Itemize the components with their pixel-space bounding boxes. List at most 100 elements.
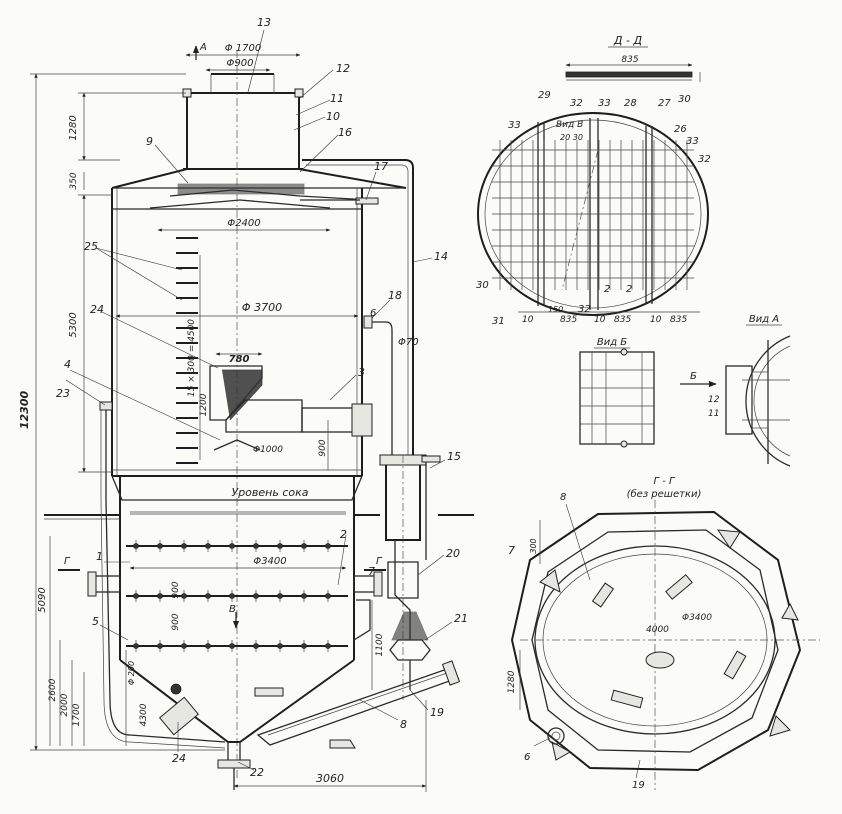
dim-12300: 12300 [18, 391, 31, 430]
left-drain-pipe [99, 401, 226, 749]
dim-900-b: 900 [171, 613, 181, 630]
dim-phi-900: Φ900 [227, 58, 254, 69]
section-gg: Г - Г (без решетки) 300 4000 Φ3400 1280 … [507, 476, 820, 791]
gg-dim-4000: 4000 [646, 625, 669, 635]
gg-dim-300: 300 [529, 538, 538, 553]
right-column [379, 454, 441, 700]
dd-callout-30a: 30 [678, 94, 691, 105]
tray-stack [176, 237, 198, 464]
callout-19: 19 [430, 706, 444, 719]
callout-4: 4 [64, 358, 71, 371]
dd-callout-31: 31 [492, 316, 505, 327]
side-pipe [300, 159, 414, 455]
dim-1280: 1280 [68, 115, 79, 140]
gg-dim-phi-3400: Φ3400 [682, 613, 712, 623]
discharge-pipe [256, 660, 461, 749]
view-a-title: Вид А [749, 314, 779, 325]
dim-1100: 1100 [375, 633, 385, 656]
callout-6: 6 [370, 308, 376, 319]
dd-callout-30b: 30 [476, 280, 489, 291]
callout-9: 9 [146, 135, 153, 148]
dimension-lines [30, 53, 427, 792]
dd-callout-2a: 2 [604, 284, 610, 295]
dd-callout-32a: 32 [570, 98, 583, 109]
arrow-v-label: В [229, 604, 236, 615]
callout-1: 1 [96, 550, 103, 563]
callout-23: 23 [56, 387, 70, 400]
dd-callout-27: 27 [658, 98, 671, 109]
dim-350: 350 [69, 172, 79, 189]
lower-shell [44, 475, 474, 790]
callout-18: 18 [388, 289, 402, 302]
callout-7: 7 [368, 565, 375, 578]
callout-17: 17 [374, 160, 388, 173]
dim-phi-3700: Φ 3700 [242, 301, 282, 314]
callout-10: 10 [326, 110, 340, 123]
cut-g-left: Г [64, 556, 71, 567]
dd-bottom-0: 10 [522, 315, 534, 325]
dim-phi-1700: Φ 1700 [225, 43, 262, 54]
dd-callout-33c: 33 [686, 136, 699, 147]
gg-callout-6: 6 [524, 752, 530, 763]
view-a-arrow-b: Б [690, 371, 697, 382]
dim-pitch: 15 × 300 = 4500 [187, 319, 197, 397]
dd-dim-150: 150 [548, 305, 563, 314]
view-a-callout-11: 11 [708, 409, 719, 419]
main-elevation-view: Φ 1700 Φ900 1280 350 Φ2400 5300 Φ 3700 1… [18, 16, 474, 792]
section-dd: Д - Д 835 Вид В 20 30 150 10 835 10 835 … [476, 34, 711, 327]
callout-8: 8 [400, 718, 407, 731]
gg-callout-7: 7 [508, 544, 515, 557]
dd-view-v: Вид В [556, 120, 583, 130]
callout-13: 13 [257, 16, 271, 29]
dd-callout-26: 26 [674, 124, 687, 135]
dd-dim-835: 835 [621, 55, 638, 65]
view-b: Вид Б [579, 337, 655, 448]
cut-markers [58, 45, 386, 629]
dim-3060: 3060 [316, 772, 344, 785]
dim-5300: 5300 [68, 312, 79, 337]
dim-2000: 2000 [60, 693, 70, 716]
callout-12: 12 [336, 62, 350, 75]
dd-bottom-3: 835 [614, 315, 631, 325]
dim-phi-3400: Φ3400 [253, 556, 286, 567]
cut-g-right: Г [376, 556, 383, 567]
dim-5090: 5090 [37, 587, 48, 612]
section-gg-title: Г - Г [653, 476, 676, 487]
dd-grid-note: 20 30 [560, 133, 583, 142]
top-separator [182, 73, 304, 170]
dd-callout-28: 28 [624, 98, 637, 109]
dd-callout-33a: 33 [598, 98, 611, 109]
dim-1700: 1700 [72, 703, 82, 726]
callout-20: 20 [446, 547, 460, 560]
dim-phi-1000: Φ1000 [253, 445, 283, 455]
dd-callout-33b: 33 [508, 120, 521, 131]
manholes [158, 683, 284, 736]
callout-14: 14 [434, 250, 448, 263]
callout-22: 22 [250, 766, 264, 779]
callout-3: 3 [358, 366, 365, 379]
dd-bottom-4: 10 [650, 315, 662, 325]
callout-5: 5 [92, 615, 99, 628]
callout-24-lower: 24 [172, 752, 186, 765]
dim-2600: 2600 [48, 678, 58, 701]
arrow-a-label: А [199, 42, 207, 53]
gg-dim-1280: 1280 [507, 670, 517, 693]
dd-bottom-5: 835 [670, 315, 687, 325]
dim-780: 780 [229, 354, 250, 365]
dd-bottom-1: 835 [560, 315, 577, 325]
heating-tiers [126, 540, 348, 652]
juice-level-label: Уровень сока [232, 486, 309, 499]
callout-15: 15 [447, 450, 461, 463]
dd-callout-32b: 32 [698, 154, 711, 165]
callout-11: 11 [330, 92, 344, 105]
dim-1200: 1200 [199, 393, 209, 416]
callout-25: 25 [84, 240, 98, 253]
callout-2: 2 [340, 528, 347, 541]
dd-callout-32c: 32 [578, 304, 591, 315]
dd-bottom-2: 10 [594, 315, 606, 325]
section-gg-subtitle: (без решетки) [627, 488, 702, 500]
view-b-title: Вид Б [597, 337, 627, 348]
callout-leaders [65, 29, 453, 771]
dim-phi-2400: Φ2400 [227, 218, 260, 229]
section-dd-title: Д - Д [613, 34, 643, 47]
